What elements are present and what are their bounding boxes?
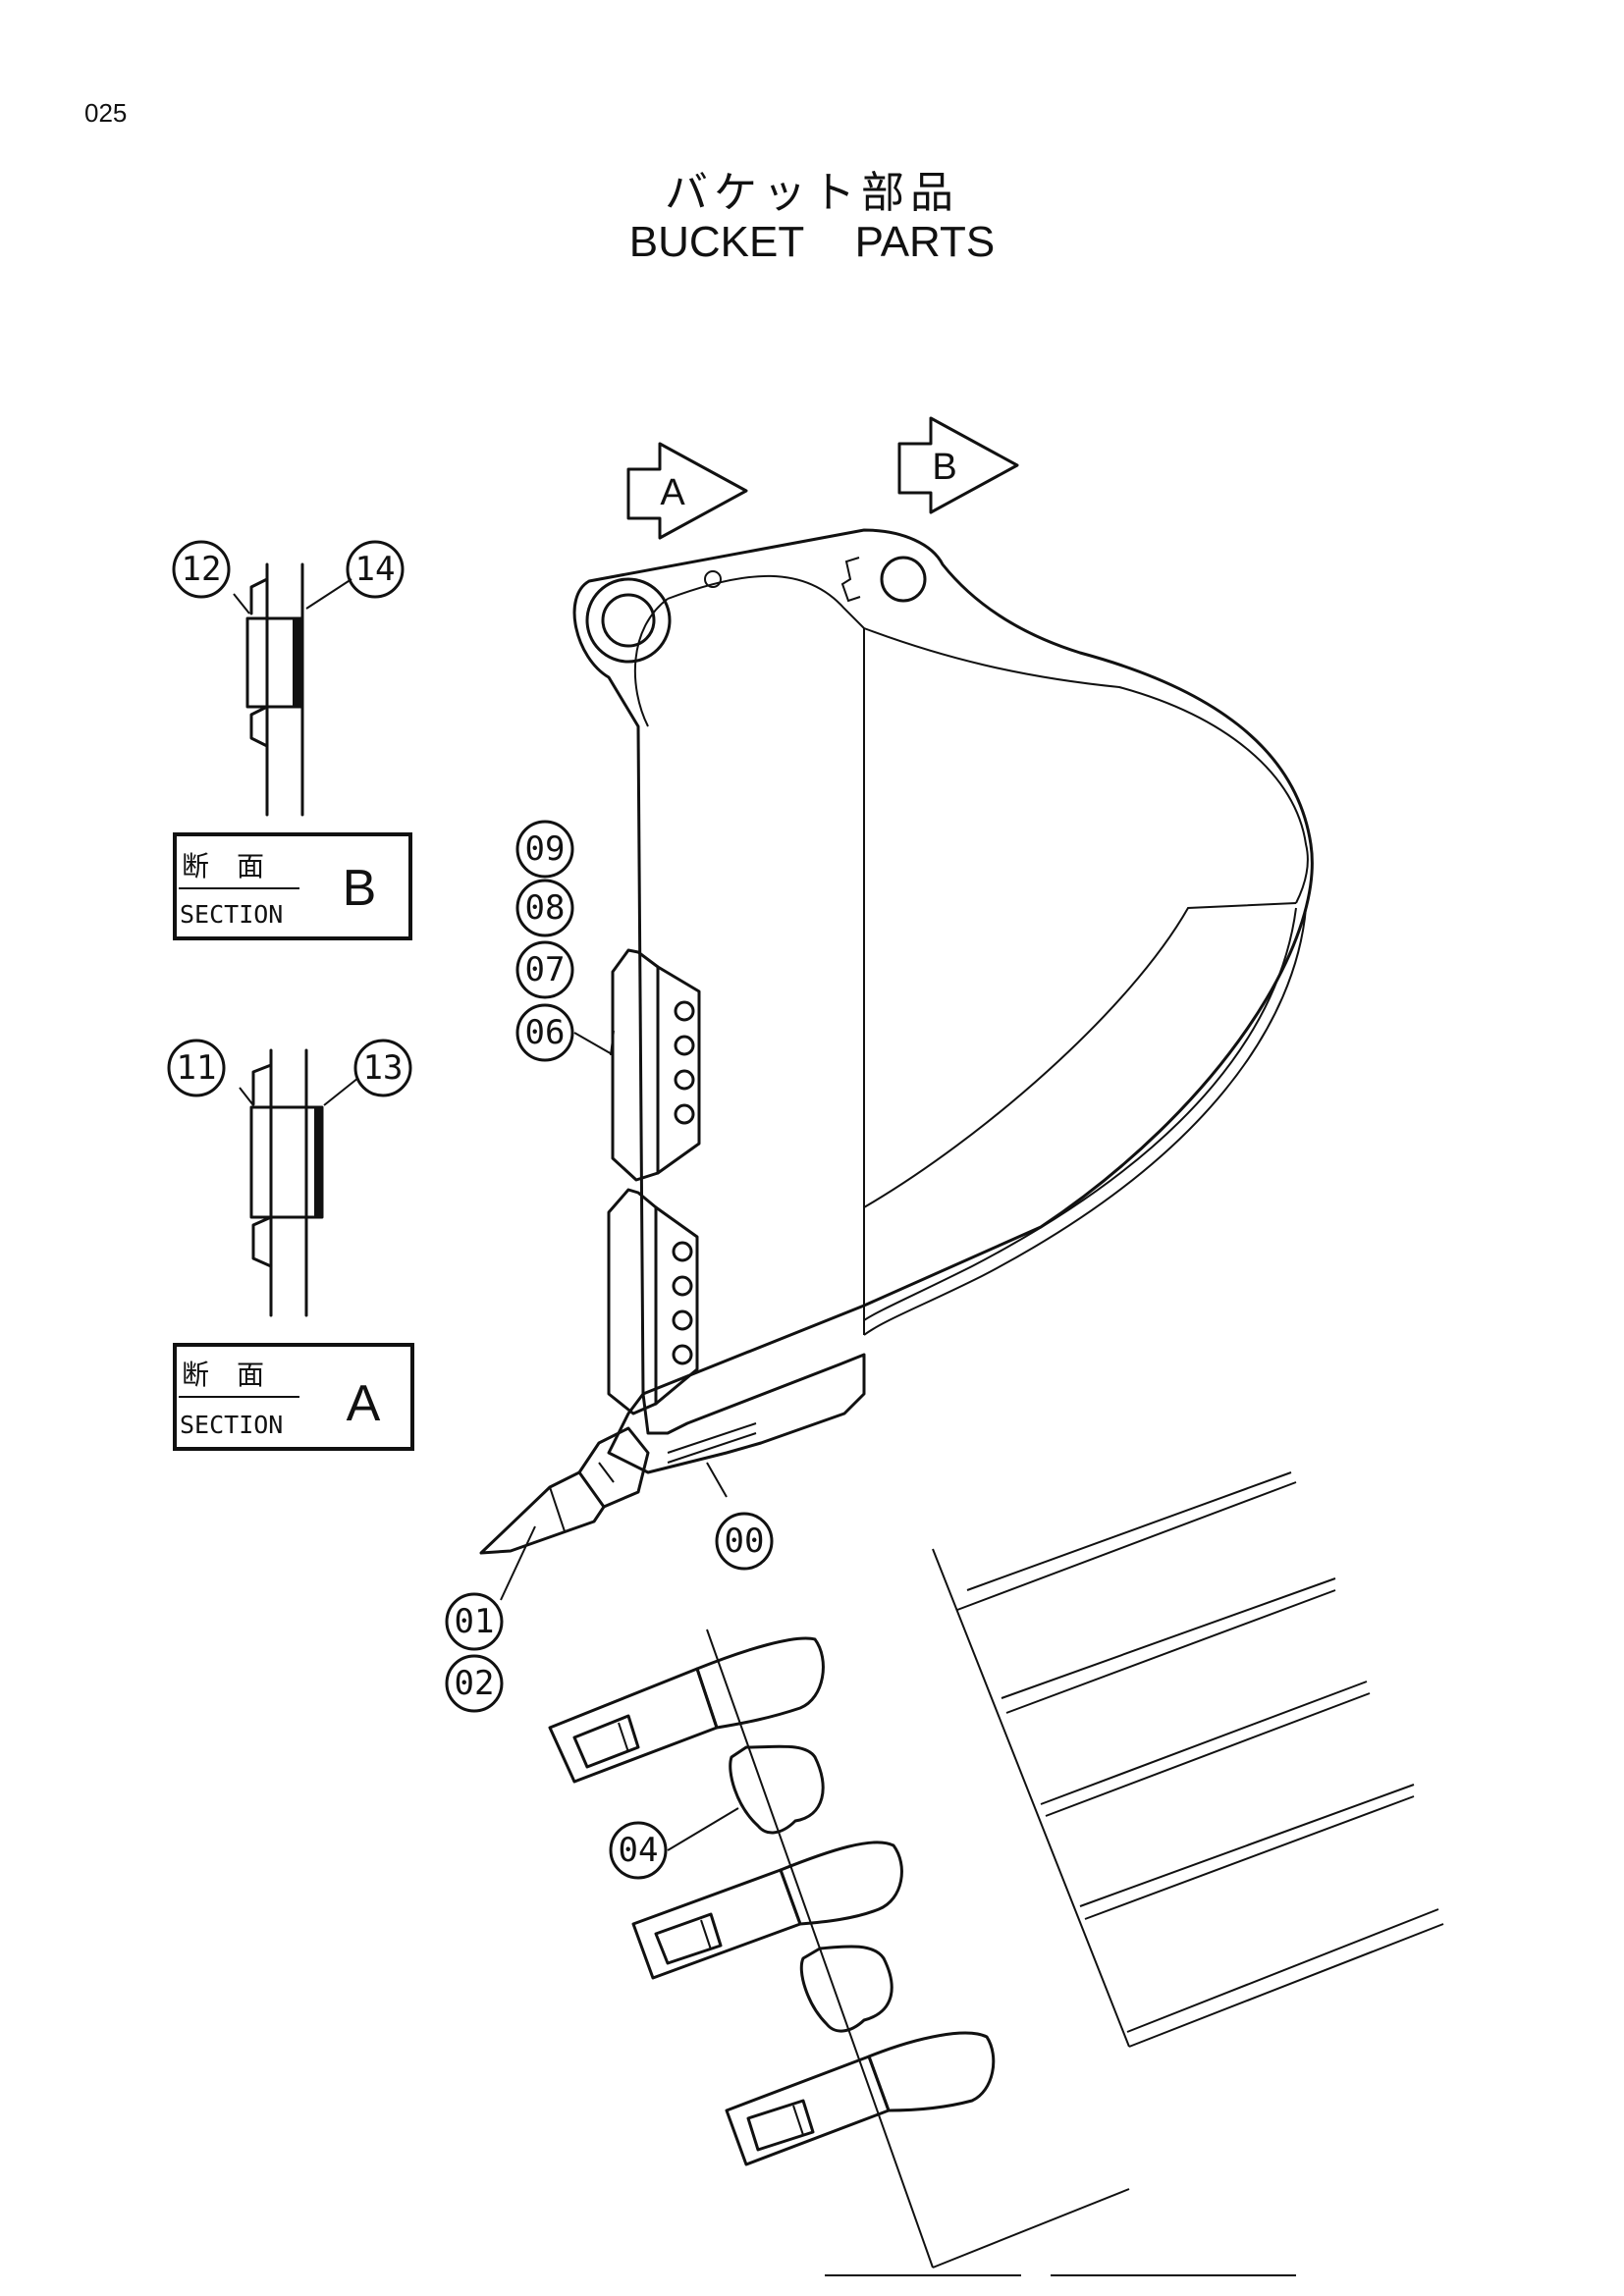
section-arrow-a-label: A xyxy=(660,472,685,513)
svg-text:02: 02 xyxy=(455,1664,495,1703)
section-a-en: SECTION xyxy=(180,1411,283,1439)
svg-text:11: 11 xyxy=(177,1048,217,1088)
bucket-body xyxy=(572,528,1314,1474)
section-a-letter: A xyxy=(347,1375,381,1432)
bucket-tooth-1 xyxy=(548,1636,825,1784)
section-arrow-a: A xyxy=(626,442,748,540)
section-a-detail xyxy=(239,1048,359,1317)
svg-text:14: 14 xyxy=(355,550,396,589)
side-cutter-upper xyxy=(611,948,701,1182)
page-number: 025 xyxy=(84,98,128,128)
svg-text:04: 04 xyxy=(619,1831,659,1870)
tooth-side-view xyxy=(479,1426,650,1555)
callout-01: 01 xyxy=(445,1592,504,1651)
bucket-tooth-2 xyxy=(631,1841,903,1980)
callout-06: 06 xyxy=(515,1003,574,1062)
title-japanese: バケット部品 xyxy=(665,168,959,218)
callout-07: 07 xyxy=(515,940,574,999)
svg-text:13: 13 xyxy=(363,1048,404,1088)
svg-text:09: 09 xyxy=(525,829,566,869)
section-arrow-b-label: B xyxy=(932,447,956,488)
svg-text:00: 00 xyxy=(725,1522,765,1561)
section-b-detail xyxy=(233,562,352,817)
callout-14: 14 xyxy=(346,540,405,599)
svg-text:06: 06 xyxy=(525,1013,566,1052)
section-a-label-box: 断 面 SECTION A xyxy=(173,1343,414,1451)
svg-text:08: 08 xyxy=(525,888,566,928)
callout-04: 04 xyxy=(609,1821,668,1880)
callout-02: 02 xyxy=(445,1654,504,1713)
bucket-adapter-2 xyxy=(799,1945,893,2033)
callout-12: 12 xyxy=(172,540,231,599)
callout-11: 11 xyxy=(167,1039,226,1097)
bucket-adapter-1 xyxy=(729,1744,825,1835)
callout-13: 13 xyxy=(353,1039,412,1097)
section-arrow-b: B xyxy=(897,416,1019,514)
svg-text:12: 12 xyxy=(182,550,222,589)
section-b-letter: B xyxy=(343,860,377,917)
bucket-front-view xyxy=(706,1471,1444,2269)
bucket-tooth-3 xyxy=(725,2031,996,2166)
section-b-jp: 断 面 xyxy=(182,850,264,882)
svg-text:01: 01 xyxy=(455,1602,495,1641)
section-b-label-box: 断 面 SECTION B xyxy=(173,832,412,940)
side-cutter-lower xyxy=(607,1188,699,1415)
section-b-en: SECTION xyxy=(180,900,283,929)
callout-08: 08 xyxy=(515,879,574,937)
callout-09: 09 xyxy=(515,820,574,879)
svg-text:07: 07 xyxy=(525,950,566,989)
callout-00: 00 xyxy=(715,1512,774,1571)
title-english: BUCKET PARTS xyxy=(628,218,996,266)
section-a-jp: 断 面 xyxy=(182,1359,264,1391)
